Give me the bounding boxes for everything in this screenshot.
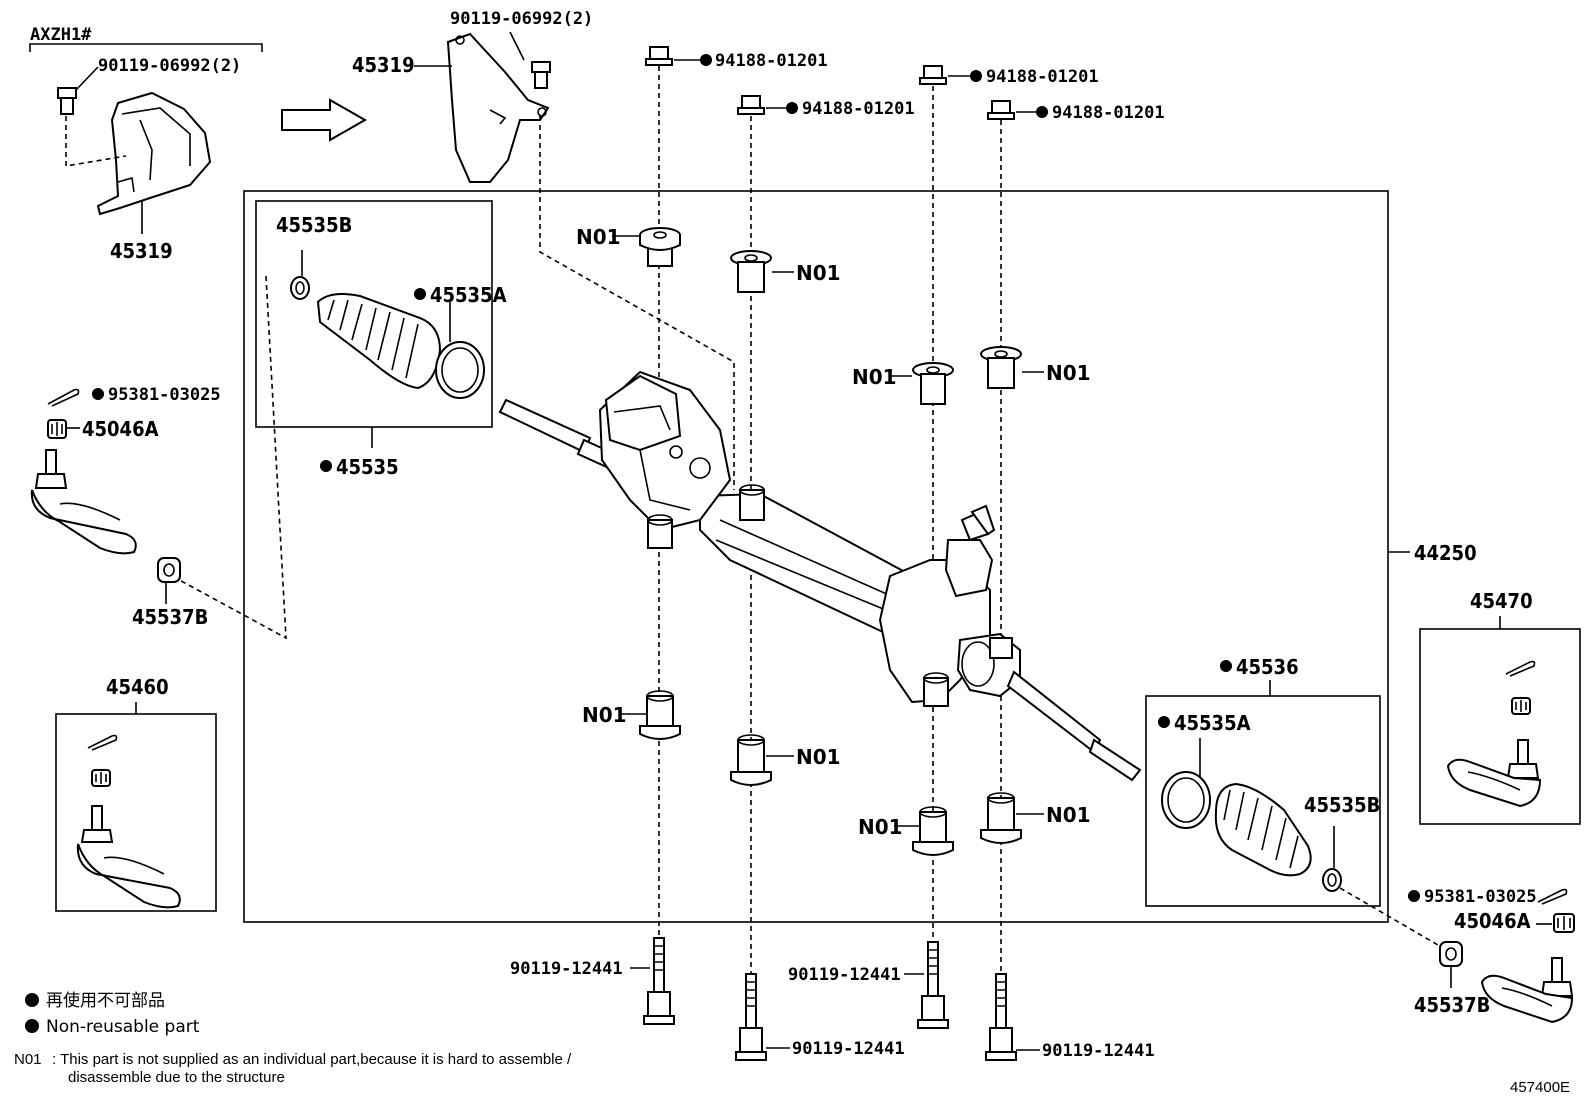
nut-left-icon bbox=[47, 419, 67, 439]
label-nut-2: 94188-01201 bbox=[802, 99, 915, 119]
label-bracket-b: 45319 bbox=[352, 53, 415, 77]
bolt-small-mid-icon bbox=[531, 61, 551, 89]
label-bolt-top-mid: 90119-06992(2) bbox=[450, 9, 593, 29]
model-code-bracket bbox=[29, 43, 263, 52]
label-pin-l: 95381-03025 bbox=[108, 385, 221, 405]
model-code-label: AXZH1# bbox=[30, 25, 92, 45]
leader-bolt-left bbox=[75, 66, 99, 91]
label-lock-r: 45537B bbox=[1414, 993, 1490, 1017]
label-n01-1: N01 bbox=[576, 225, 621, 249]
tie-rod-end-left-icon bbox=[30, 449, 137, 555]
label-stud-3: 90119-12441 bbox=[788, 965, 901, 985]
note-code: N01 bbox=[14, 1051, 42, 1068]
label-bolt-top-left: 90119-06992(2) bbox=[98, 56, 241, 76]
tie-rod-end-kit-left-contents-icon bbox=[76, 734, 181, 909]
bushing-n01-4-icon bbox=[980, 346, 1022, 389]
boot-kit-right-frame bbox=[1145, 695, 1381, 907]
label-stud-4: 90119-12441 bbox=[1042, 1041, 1155, 1061]
dash-bolt-left bbox=[65, 116, 127, 167]
note-line-2: disassemble due to the structure bbox=[68, 1069, 285, 1086]
legend-jp: 再使用不可部品 bbox=[46, 990, 165, 1011]
bushing-n01-1-icon bbox=[639, 227, 681, 267]
lock-washer-right-icon bbox=[1439, 941, 1463, 967]
nut-4-icon bbox=[987, 100, 1015, 120]
bushing-n01-8-icon bbox=[980, 792, 1022, 844]
right-arrow-icon bbox=[281, 98, 368, 142]
label-nut-r: 45046A bbox=[1454, 909, 1531, 933]
label-stud-1: 90119-12441 bbox=[510, 959, 623, 979]
boot-band-right-icon bbox=[1161, 771, 1211, 829]
label-boot-band-r: 45535A bbox=[1174, 711, 1251, 735]
nut-3-icon bbox=[919, 65, 947, 85]
dash-boot-to-lock-right bbox=[1339, 887, 1451, 953]
leader-bolt-mid bbox=[509, 31, 525, 61]
nut-1-icon bbox=[645, 46, 673, 66]
tie-rod-end-kit-right-contents-icon bbox=[1446, 660, 1542, 808]
label-boot-clip-l: 45535B bbox=[276, 213, 352, 237]
label-end-kit-r: 45470 bbox=[1470, 589, 1533, 613]
stud-2-icon bbox=[735, 973, 767, 1061]
boot-clip-left-icon bbox=[290, 276, 310, 300]
label-bracket-a: 45319 bbox=[110, 239, 173, 263]
label-boot-kit-r: 45536 bbox=[1236, 655, 1299, 679]
boot-right-icon bbox=[1214, 782, 1312, 877]
cotter-pin-left-icon bbox=[47, 388, 80, 407]
bushing-n01-6-icon bbox=[730, 734, 772, 786]
label-boot-band-l: 45535A bbox=[430, 283, 507, 307]
label-nut-4: 94188-01201 bbox=[1052, 103, 1165, 123]
label-n01-5: N01 bbox=[582, 703, 627, 727]
cotter-pin-right-icon bbox=[1537, 888, 1568, 905]
stud-3-icon bbox=[917, 941, 949, 1029]
legend-en: Non-reusable part bbox=[46, 1017, 200, 1037]
label-gear: 44250 bbox=[1414, 541, 1477, 565]
bolt-small-left-icon bbox=[57, 87, 77, 115]
label-n01-6: N01 bbox=[796, 745, 841, 769]
label-boot-kit-l: 45535 bbox=[336, 455, 399, 479]
bushing-n01-5-icon bbox=[639, 690, 681, 740]
bushing-n01-7-icon bbox=[912, 806, 954, 856]
stud-1-icon bbox=[643, 937, 675, 1025]
bushing-n01-3-icon bbox=[912, 362, 954, 405]
label-n01-8: N01 bbox=[1046, 803, 1091, 827]
gear-assembly-frame bbox=[243, 190, 1389, 923]
boot-band-left-icon bbox=[435, 341, 485, 399]
lock-washer-left-icon bbox=[157, 557, 181, 583]
tie-rod-end-right-icon bbox=[1480, 957, 1574, 1024]
label-lock-l: 45537B bbox=[132, 605, 208, 629]
label-nut-l: 45046A bbox=[82, 417, 159, 441]
label-stud-2: 90119-12441 bbox=[792, 1039, 905, 1059]
bracket-45319-shape bbox=[446, 32, 550, 183]
steering-gear-assembly-shape bbox=[498, 370, 1142, 782]
dash-bracket-to-gear bbox=[539, 116, 735, 490]
boot-left-icon bbox=[316, 293, 442, 390]
label-nut-3: 94188-01201 bbox=[986, 67, 1099, 87]
nut-right-icon bbox=[1553, 913, 1575, 933]
label-n01-7: N01 bbox=[858, 815, 903, 839]
note-line-1: : This part is not supplied as an indivi… bbox=[52, 1051, 572, 1068]
label-n01-2: N01 bbox=[796, 261, 841, 285]
boot-kit-left-frame bbox=[255, 200, 493, 428]
label-n01-4: N01 bbox=[1046, 361, 1091, 385]
label-boot-clip-r: 45535B bbox=[1304, 793, 1380, 817]
label-nut-1: 94188-01201 bbox=[715, 51, 828, 71]
dash-boot-to-lock-left bbox=[171, 275, 287, 640]
label-end-kit-l: 45460 bbox=[106, 675, 169, 699]
reference-code: 457400E bbox=[1510, 1079, 1570, 1096]
stud-4-icon bbox=[985, 973, 1017, 1061]
label-n01-3: N01 bbox=[852, 365, 897, 389]
boot-clip-right-icon bbox=[1322, 868, 1342, 892]
label-pin-r: 95381-03025 bbox=[1424, 887, 1537, 907]
bracket-45319-axzh1-shape bbox=[96, 91, 212, 216]
bushing-n01-2-icon bbox=[730, 250, 772, 293]
nut-2-icon bbox=[737, 95, 765, 115]
